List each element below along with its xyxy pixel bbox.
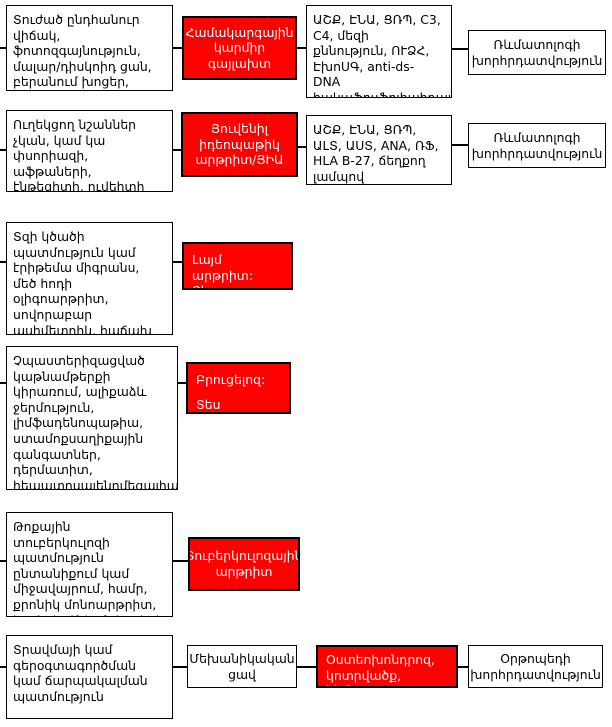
guideline-line: Տես ուղեցույցը [192, 283, 283, 288]
connector-line [173, 149, 181, 151]
diagnosis-label: Համակարգային կարմիր գայլախտ [185, 24, 294, 71]
referral-text: Ռևմատոլոգի խորհրդատվություն [471, 129, 603, 161]
connector-line [452, 144, 468, 146]
symptoms-box-mechanical: Տրավմայի կամ գերօգտագործման կամ ճարպակալ… [6, 635, 173, 719]
tests-text: ԱՇՔ, ԷՆԱ, ՑՌՊ, C3, C4, մեզի քննություն, … [313, 12, 452, 98]
diagnosis-box-jia: Յուվենիլ իդեոպաթիկ արթրիտ/ՅԻԱ [181, 112, 298, 177]
referral-text: Օրթոպեդի խորհրդատվություն [470, 650, 601, 682]
referral-box-rheumatologist-1: Ռևմատոլոգի խորհրդատվություն [468, 30, 606, 75]
diagnosis-box-sle: Համակարգային կարմիր գայլախտ [182, 16, 297, 80]
tests-box-sle: ԱՇՔ, ԷՆԱ, ՑՌՊ, C3, C4, մեզի քննություն, … [306, 5, 452, 98]
diagnosis-label: Յուվենիլ իդեոպաթիկ արթրիտ/ՅԻԱ [195, 121, 284, 168]
symptoms-text: Տրավմայի կամ գերօգտագործման կամ ճարպակալ… [13, 642, 148, 704]
diagnosis-label: Բրուցելոզ: [196, 372, 266, 387]
diagnosis-label: Տուբերկուլոզային արթրիտ [188, 548, 300, 579]
connector-line [297, 666, 316, 668]
connector-line [173, 666, 187, 668]
pain-type-text: Մեխանիկական ցավ [189, 650, 295, 682]
referral-box-orthopedist: Օրթոպեդի խորհրդատվություն [468, 645, 603, 688]
symptoms-text: Ուղեկցող նշաններ չկան, կամ կա փսորիազի, … [13, 117, 145, 192]
connector-line [173, 560, 188, 562]
diagnosis-label: Օստեոխոնդրոզ, կոտրվածք, հեմարթրոզ [326, 652, 435, 686]
guideline-link[interactable]: ուղեցույցը [196, 412, 265, 414]
symptoms-text: Թոքային տուբերկուլոզի պատմություն ընտանի… [13, 519, 164, 616]
symptoms-box-sle: Տուժած ընդհանուր վիճակ, ֆոտոզգայնություն… [6, 5, 173, 91]
diagnosis-box-tb: Տուբերկուլոզային արթրիտ [188, 537, 300, 591]
diagnosis-box-lyme: Լայմ արթրիտ: Տես ուղեցույցը [182, 242, 293, 290]
symptoms-text: Տուժած ընդհանուր վիճակ, ֆոտոզգայնություն… [13, 12, 152, 90]
connector-line [0, 560, 6, 562]
tests-text: ԱՇՔ, ԷՆԱ, ՑՌՊ, ԱԼՏ, ԱՍՏ, ANA, ՌՖ, HLA B-… [313, 122, 439, 184]
pain-type-box: Մեխանիկական ցավ [187, 645, 297, 688]
diagnosis-box-brucellosis: Բրուցելոզ: Տես ուղեցույցը [186, 362, 291, 414]
guideline-line: Տես ուղեցույցը [196, 396, 281, 414]
connector-line [0, 261, 6, 263]
referral-box-rheumatologist-2: Ռևմատոլոգի խորհրդատվություն [468, 123, 606, 168]
connector-line [458, 666, 468, 668]
connector-line [452, 48, 468, 50]
connector-line [298, 146, 306, 148]
diagnosis-label: Լայմ արթրիտ: [192, 252, 254, 283]
connector-line [0, 47, 6, 49]
symptoms-box-tb: Թոքային տուբերկուլոզի պատմություն ընտանի… [6, 512, 173, 617]
referral-text: Ռևմատոլոգի խորհրդատվություն [471, 36, 603, 68]
symptoms-text: Չպաստերիզացված կաթնամթերքի կիրառում, ալի… [13, 353, 178, 490]
connector-line [173, 261, 182, 263]
diagnosis-box-orthopedic: Օստեոխոնդրոզ, կոտրվածք, հեմարթրոզ [316, 645, 458, 688]
tests-box-jia: ԱՇՔ, ԷՆԱ, ՑՌՊ, ԱԼՏ, ԱՍՏ, ANA, ՌՖ, HLA B-… [306, 115, 452, 185]
connector-line [297, 47, 306, 49]
see-label: Տես [192, 283, 216, 288]
see-label: Տես [196, 396, 221, 412]
connector-line [173, 47, 182, 49]
symptoms-box-lyme: Տզի կծածի պատմություն կամ էրիթեմա միգրան… [6, 222, 173, 335]
connector-line [178, 382, 186, 384]
symptoms-box-jia: Ուղեկցող նշաններ չկան, կամ կա փսորիազի, … [6, 110, 173, 192]
symptoms-text: Տզի կծածի պատմություն կամ էրիթեմա միգրան… [13, 229, 152, 335]
connector-line [0, 149, 6, 151]
symptoms-box-brucellosis: Չպաստերիզացված կաթնամթերքի կիրառում, ալի… [6, 346, 178, 490]
connector-line [0, 382, 6, 384]
connector-line [0, 666, 6, 668]
